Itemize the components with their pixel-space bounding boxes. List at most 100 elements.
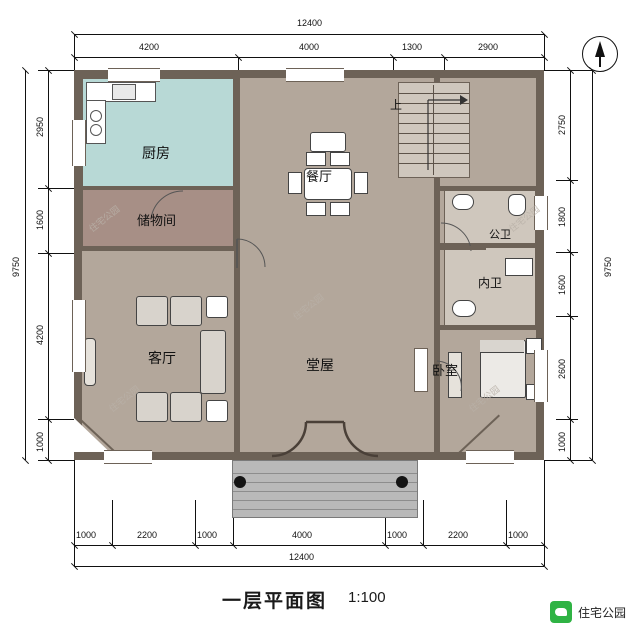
- ext-line: [38, 188, 74, 189]
- exterior-wall-south: [74, 452, 544, 460]
- room-label-living: 客厅: [148, 350, 176, 366]
- entry-door: [271, 420, 379, 458]
- dim-top-seg-4: 2900: [478, 42, 499, 52]
- brand-name: 住宅公园: [577, 605, 626, 620]
- ext-line: [556, 316, 578, 317]
- ext-line: [74, 460, 75, 566]
- dining-chair: [288, 172, 302, 194]
- dim-bottom-seg-3: 1000: [197, 530, 218, 540]
- dining-table: [304, 168, 352, 200]
- dim-top-total: 12400: [297, 18, 323, 28]
- dim-bottom-seg-1: 1000: [76, 530, 97, 540]
- sideboard: [310, 132, 346, 152]
- dim-top-seg-line: [74, 57, 544, 58]
- dim-bottom-total: 12400: [289, 552, 315, 562]
- dim-left-seg-4: 1000: [35, 431, 46, 453]
- room-label-public-wc: 公卫: [489, 229, 511, 241]
- dim-left-seg-3: 4200: [35, 324, 46, 346]
- interior-wall-wc-bottom: [440, 325, 536, 330]
- interior-wall-wc-top: [440, 186, 536, 191]
- dim-left-seg-line: [48, 70, 49, 460]
- dim-right-seg-4: 2600: [557, 358, 568, 380]
- ext-line: [74, 34, 75, 70]
- dim-left-seg-1: 2950: [35, 116, 46, 138]
- porch-column: [234, 476, 246, 488]
- ext-line: [238, 57, 239, 71]
- room-label-storage: 储物间: [137, 213, 177, 228]
- window-east-bedroom: [534, 350, 548, 402]
- dim-bottom-seg-7: 1000: [508, 530, 529, 540]
- dining-chair: [330, 202, 350, 216]
- stove-icon: [112, 84, 136, 100]
- dim-left-total-line: [25, 70, 26, 460]
- wechat-icon: [549, 601, 572, 623]
- dining-chair: [330, 152, 350, 166]
- dining-chair: [306, 202, 326, 216]
- dim-right-total: 9750: [603, 256, 614, 278]
- north-arrow: [582, 36, 618, 72]
- armchair: [170, 296, 202, 326]
- porch-column: [396, 476, 408, 488]
- washbasin-icon: [452, 300, 476, 317]
- door-leaf-wc: [440, 246, 486, 250]
- toilet-icon: [508, 194, 526, 216]
- porch-steps: [232, 460, 418, 518]
- dim-bottom-seg-6: 2200: [448, 530, 469, 540]
- ext-line: [544, 34, 545, 70]
- dim-left-seg-2: 1600: [35, 209, 46, 231]
- armchair: [170, 392, 202, 422]
- dim-left-total: 9750: [11, 256, 22, 278]
- ext-line: [385, 500, 386, 545]
- staircase: [398, 82, 470, 178]
- ext-line: [444, 57, 445, 71]
- ext-line: [556, 180, 578, 181]
- dining-chair: [354, 172, 368, 194]
- door-bedroom: [436, 360, 462, 392]
- dim-bottom-seg-5: 1000: [387, 530, 408, 540]
- bed-pillow: [480, 340, 524, 353]
- dim-right-seg-2: 1800: [557, 206, 568, 228]
- ext-line: [112, 500, 113, 545]
- brand-badge[interactable]: 住宅公园: [549, 601, 626, 623]
- ext-line: [423, 500, 424, 545]
- ext-line: [38, 419, 74, 420]
- ext-line: [38, 460, 74, 461]
- armchair: [136, 392, 168, 422]
- interior-wall-hall-east: [434, 78, 440, 452]
- ext-line: [506, 500, 507, 545]
- ext-line: [195, 500, 196, 545]
- stair-direction-label: 上: [390, 98, 403, 112]
- window-south-bedroom: [466, 450, 514, 464]
- dim-right-seg-3: 1600: [557, 274, 568, 296]
- armchair: [136, 296, 168, 326]
- window-east-wc: [534, 196, 548, 230]
- ext-line: [544, 70, 592, 71]
- washbasin-icon: [452, 194, 474, 210]
- ext-line: [544, 460, 592, 461]
- room-label-hall: 堂屋: [306, 357, 334, 373]
- window-south-living: [104, 450, 152, 464]
- side-table: [206, 296, 228, 318]
- dim-bottom-total-line: [74, 566, 544, 567]
- dim-bottom-seg-2: 2200: [137, 530, 158, 540]
- dim-right-seg-5: 1000: [557, 431, 568, 453]
- dim-bottom-seg-4: 4000: [292, 530, 313, 540]
- ext-line: [38, 70, 74, 71]
- exterior-wall-east: [536, 70, 544, 460]
- window-west-kitchen: [72, 120, 86, 166]
- room-label-dining: 餐厅: [306, 169, 333, 184]
- ext-line: [556, 252, 578, 253]
- door-storage: [150, 190, 184, 220]
- window-hall-east: [414, 348, 428, 392]
- sofa: [200, 330, 226, 394]
- shower-tray-icon: [505, 258, 533, 276]
- ext-line: [544, 460, 545, 566]
- interior-wall-storage-living: [82, 246, 234, 251]
- side-table: [206, 400, 228, 422]
- kitchen-sink-cabinet: [86, 100, 106, 144]
- stair-arrow-icon: [427, 95, 468, 170]
- window-north-hall: [286, 68, 344, 82]
- ext-line: [38, 253, 74, 254]
- staircase-steps: [399, 83, 469, 177]
